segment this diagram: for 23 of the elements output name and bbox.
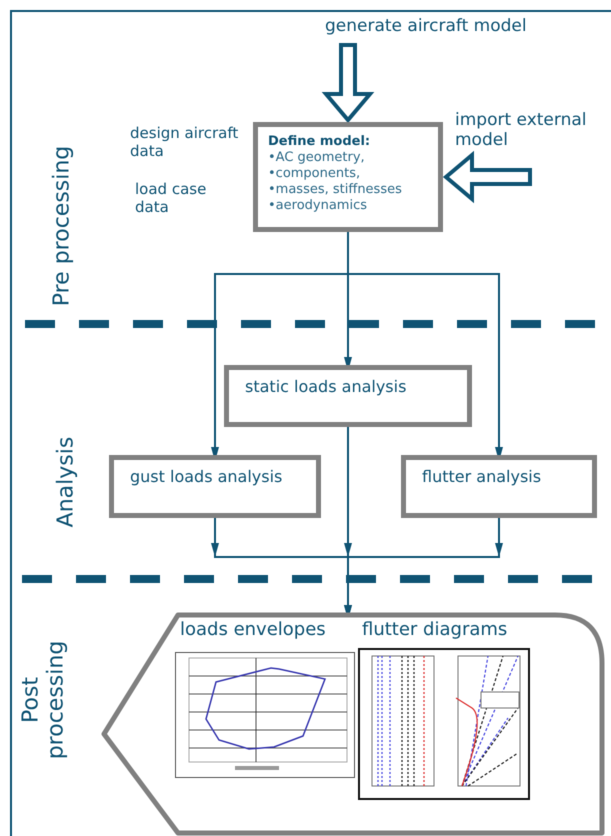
section-label: Post processing <box>18 640 70 760</box>
process-box <box>224 365 472 427</box>
box-label: flutter analysis <box>422 467 542 487</box>
box-label: gust loads analysis <box>130 467 284 487</box>
box-label: static loads analysis <box>245 377 408 397</box>
data-label: design aircraft data <box>130 124 240 160</box>
bullet-item: •components, <box>268 166 362 182</box>
process-box <box>401 455 597 518</box>
bullet-item: •aerodynamics <box>268 198 368 215</box>
section-heading: loads envelopes <box>180 619 326 640</box>
process-box <box>109 455 321 518</box>
data-label: load case data <box>135 180 208 216</box>
process-box <box>253 122 443 232</box>
input-label: generate aircraft model <box>325 16 565 36</box>
input-label: import external model <box>455 110 607 151</box>
bullet-item: •masses, stiffnesses <box>268 182 403 198</box>
block-arrow <box>322 43 374 124</box>
block-arrow <box>442 150 532 204</box>
section-label: Pre processing <box>49 144 75 308</box>
section-label: Analysis <box>53 436 79 530</box>
bullet-item: •AC geometry, <box>268 150 366 166</box>
box-heading: Define model: <box>268 134 372 150</box>
section-heading: flutter diagrams <box>362 619 508 640</box>
